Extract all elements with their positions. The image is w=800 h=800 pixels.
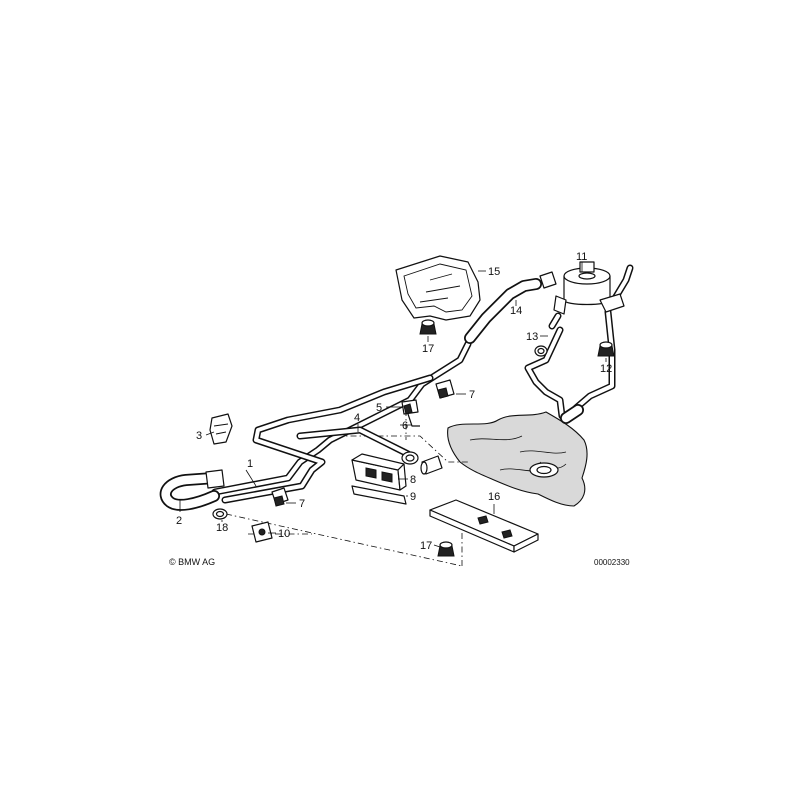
- fuel-line-assembly: [211, 340, 472, 504]
- filter-lines: [524, 264, 634, 424]
- holder-7-lower: [271, 487, 289, 507]
- callout-8: 8: [410, 474, 416, 486]
- grommet-17-upper: [419, 319, 437, 335]
- shield-16: [429, 499, 539, 553]
- hose-4: [296, 426, 412, 458]
- holder-10: [251, 521, 273, 543]
- callout-17-lower: 17: [420, 540, 432, 552]
- hose-14: [464, 278, 542, 344]
- fuel-tank: [447, 411, 588, 507]
- clamp-8: [401, 451, 443, 475]
- holder-9: [351, 453, 407, 505]
- cover-15: [395, 255, 481, 321]
- clamp-13: [534, 312, 562, 357]
- holder-7-upper: [435, 379, 455, 399]
- callout-4: 4: [354, 412, 360, 424]
- grommet-12: [597, 341, 615, 357]
- callout-7-lower: 7: [299, 498, 305, 510]
- bracket-6: [407, 413, 420, 427]
- callout-13: 13: [526, 331, 538, 343]
- clamp-18: [212, 508, 228, 520]
- callouts: 1 2 3 4 5 6 7 7 8 9 10 11 12 13 14 15 16…: [176, 251, 612, 552]
- callout-11: 11: [576, 251, 587, 263]
- callout-15: 15: [488, 266, 500, 278]
- clip-3: [209, 413, 233, 445]
- callout-3: 3: [196, 430, 202, 442]
- hose-2: [159, 469, 225, 511]
- callout-17-upper: 17: [422, 343, 434, 355]
- callout-9: 9: [410, 491, 416, 503]
- filter-11: [539, 261, 625, 315]
- clip-5: [401, 399, 419, 415]
- callout-6: 6: [402, 420, 408, 432]
- grommet-17-lower: [437, 541, 455, 557]
- callout-2: 2: [176, 515, 182, 527]
- callout-14: 14: [510, 305, 522, 317]
- callout-5: 5: [376, 402, 382, 414]
- callout-16: 16: [488, 491, 500, 503]
- leader-lines: [179, 262, 607, 548]
- copyright-text: © BMW AG: [169, 557, 215, 567]
- callout-1: 1: [247, 458, 253, 470]
- callout-18: 18: [216, 522, 228, 534]
- callout-12: 12: [600, 363, 612, 375]
- drawing-number: 00002330: [594, 558, 630, 567]
- callout-7-upper: 7: [469, 389, 475, 401]
- callout-10: 10: [278, 528, 290, 540]
